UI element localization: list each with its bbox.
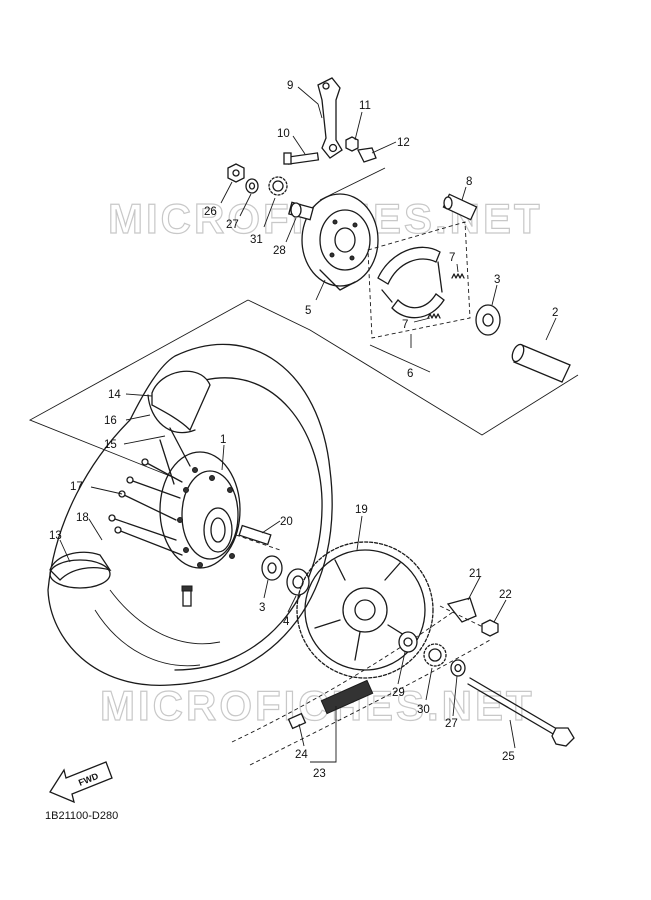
callout-31: 31	[250, 234, 263, 246]
diagram-code: 1B21100-D280	[45, 810, 118, 822]
brake-arm	[317, 77, 343, 159]
washer-lower	[450, 659, 466, 677]
callout-12: 12	[397, 137, 410, 149]
callout-23: 23	[313, 768, 326, 780]
brake-spring-lower	[427, 313, 441, 319]
axle-spacer	[398, 631, 418, 653]
indicator-gear	[268, 176, 288, 196]
callout-1: 1	[220, 434, 226, 446]
callout-26: 26	[204, 206, 217, 218]
callout-11: 11	[359, 100, 371, 112]
washer-upper	[245, 178, 259, 194]
spacer-tube	[511, 343, 571, 383]
callout-4: 4	[283, 616, 290, 628]
callout-18: 18	[76, 512, 89, 524]
callout-17: 17	[70, 481, 83, 493]
wear-indicator-plate	[357, 147, 377, 163]
callout-10: 10	[277, 128, 290, 140]
leader-lines	[59, 86, 557, 763]
callout-8: 8	[466, 176, 472, 188]
wheel-bearing-lower	[261, 555, 283, 581]
callout-22: 22	[499, 589, 512, 601]
brake-arm-nut	[345, 136, 359, 152]
axle-collar	[235, 524, 281, 551]
spokes	[108, 427, 191, 556]
wheel-bearing-upper	[475, 304, 501, 336]
callout-6: 6	[407, 368, 413, 380]
callout-7-lower: 7	[402, 319, 408, 331]
callout-19: 19	[355, 504, 368, 516]
rear-sprocket	[296, 541, 434, 679]
callout-3-upper: 3	[494, 274, 500, 286]
callout-25: 25	[502, 751, 515, 763]
rear-axle	[467, 677, 575, 747]
callout-29: 29	[392, 687, 405, 699]
callout-9: 9	[287, 80, 293, 92]
brake-camshaft	[288, 201, 314, 221]
callout-5: 5	[305, 305, 311, 317]
callout-16: 16	[104, 415, 117, 427]
callout-21: 21	[469, 568, 482, 580]
inner-tube	[147, 370, 211, 434]
callout-13: 13	[49, 530, 62, 542]
brake-nut	[227, 163, 245, 183]
adjuster-nut	[481, 619, 499, 637]
brake-spring-upper	[451, 273, 465, 279]
brake-shoe-kit	[367, 221, 471, 339]
drive-chain	[231, 599, 491, 766]
callout-14: 14	[108, 389, 121, 401]
callout-2: 2	[552, 307, 558, 319]
brake-arm-bolt	[283, 152, 320, 165]
callout-7-upper: 7	[449, 252, 455, 264]
fwd-arrow: FWD	[49, 761, 113, 804]
callout-15: 15	[104, 439, 117, 451]
brake-shoe-plate	[301, 193, 379, 291]
wheel-hub	[159, 451, 241, 569]
brake-cam	[442, 193, 478, 221]
callout-30: 30	[417, 704, 430, 716]
callout-20: 20	[280, 516, 293, 528]
chain-adjuster	[439, 597, 486, 629]
callout-27-lower: 27	[445, 718, 458, 730]
watermark-bottom: MICROFICHES.NET	[100, 682, 535, 729]
rear-tire	[47, 343, 333, 686]
valve-stem	[181, 585, 193, 607]
callout-28: 28	[273, 245, 286, 257]
callout-27-upper: 27	[226, 219, 239, 231]
rim-band	[49, 551, 112, 589]
callout-3-lower: 3	[259, 602, 265, 614]
chain-puller	[423, 643, 447, 667]
oil-seal-lower	[286, 568, 310, 596]
callout-24: 24	[295, 749, 308, 761]
callouts: 9 11 10 12 8 26 27 31 28 7 3 5 2 7 6 14 …	[49, 80, 558, 780]
